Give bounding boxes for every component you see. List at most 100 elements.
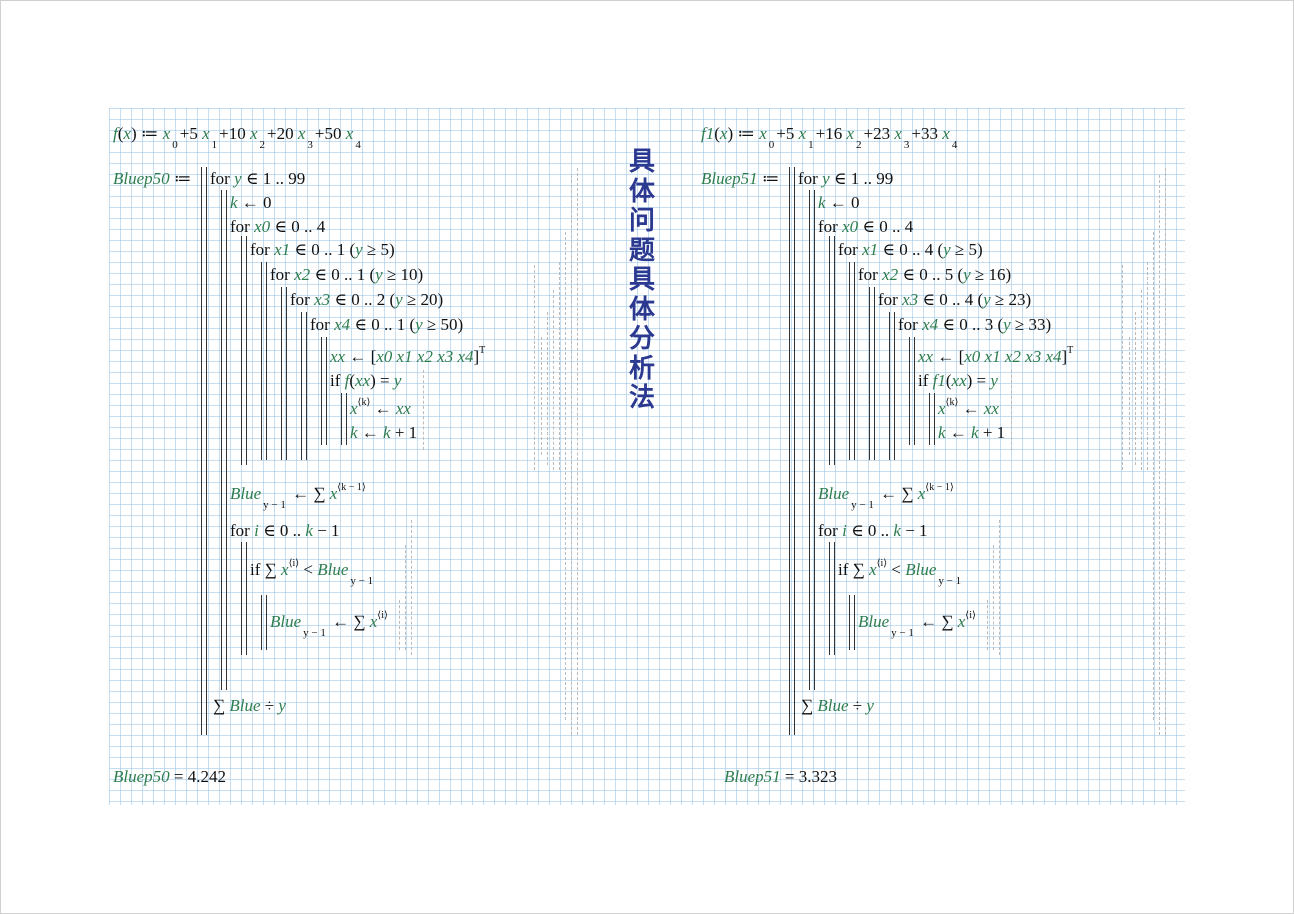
result-value[interactable]: Bluep51 = 3.323 [724, 767, 837, 787]
variable: f1 [932, 371, 946, 390]
operator-text: ≥ 23) [990, 290, 1032, 309]
variable: x [719, 124, 728, 143]
for-y-loop[interactable]: for y ∈ 1 .. 99 [210, 169, 305, 189]
for-x1-loop[interactable]: for x1 ∈ 0 .. 1 (y ≥ 5) [250, 240, 395, 260]
variable: y [415, 315, 423, 334]
operator-text: ∈ 0 .. 1 ( [350, 315, 416, 334]
variable: Blue [818, 484, 850, 503]
blue-assign[interactable]: Bluey − 1 ← ∑ x⟨k − 1⟩ [230, 482, 366, 511]
operator-text: ← [958, 399, 984, 418]
if-equal[interactable]: if f(xx) = y [330, 371, 401, 391]
variable: y [234, 169, 242, 188]
subscript: 4 [355, 139, 361, 151]
superscript: ⟨i⟩ [965, 610, 976, 621]
variable: f1 [701, 124, 715, 143]
operator-text: ← [ [345, 347, 377, 366]
sum-blue-divide[interactable]: ∑ Blue ÷ y [801, 696, 874, 716]
for-i-loop[interactable]: for i ∈ 0 .. k − 1 [818, 521, 928, 541]
variable: x1 [862, 240, 879, 259]
program-bracket-bar [221, 190, 227, 690]
superscript: T [1067, 345, 1074, 356]
blue-assign[interactable]: Bluey − 1 ← ∑ x⟨k − 1⟩ [818, 482, 954, 511]
operator-text: ∑ [213, 696, 230, 715]
operator-text: +50 [314, 124, 346, 143]
region-boundary-line [999, 520, 1000, 655]
function-definition[interactable]: f(x) ≔ x0+5 x1+10 x2+20 x3+50 x4 [113, 124, 363, 151]
for-x3-loop[interactable]: for x3 ∈ 0 .. 4 (y ≥ 23) [878, 290, 1031, 310]
operator-text: for [858, 265, 883, 284]
for-x4-loop[interactable]: for x4 ∈ 0 .. 1 (y ≥ 50) [310, 315, 463, 335]
variable: x0 [254, 217, 271, 236]
function-definition[interactable]: f1(x) ≔ x0+5 x1+16 x2+23 x3+33 x4 [701, 124, 959, 151]
xx-assign[interactable]: xx ← [x0 x1 x2 x3 x4]T [330, 345, 485, 370]
subscript: 4 [951, 139, 958, 151]
operator-text: ÷ [260, 696, 279, 715]
region-boundary-line [559, 262, 560, 470]
variable: k [383, 423, 391, 442]
region-boundary-line [405, 545, 406, 650]
subscript: 2 [856, 139, 862, 151]
for-x1-loop[interactable]: for x1 ∈ 0 .. 4 (y ≥ 5) [838, 240, 983, 260]
blue-update[interactable]: Bluey − 1 ← ∑ x⟨i⟩ [270, 610, 388, 639]
program-bracket-bar [241, 542, 247, 655]
operator-text: ≔ [733, 124, 760, 143]
variable: k [938, 423, 946, 442]
if-less[interactable]: if ∑ x⟨i⟩ < Bluey − 1 [838, 558, 963, 587]
if-equal[interactable]: if f1(xx) = y [918, 371, 998, 391]
blue-update[interactable]: Bluey − 1 ← ∑ x⟨i⟩ [858, 610, 976, 639]
k-increment[interactable]: k ← k + 1 [938, 423, 1005, 443]
variable: x3 [314, 290, 331, 309]
xx-assign[interactable]: xx ← [x0 x1 x2 x3 x4]T [918, 345, 1074, 370]
operator-text: ∈ 0 .. 4 [270, 217, 326, 236]
k-init[interactable]: k ← 0 [818, 193, 860, 213]
superscript: ⟨k⟩ [945, 397, 959, 408]
for-x2-loop[interactable]: for x2 ∈ 0 .. 5 (y ≥ 16) [858, 265, 1011, 285]
variable: x4 [334, 315, 351, 334]
variable: x0 x1 x2 x3 x4 [964, 347, 1062, 366]
operator-text: = 3.323 [780, 767, 837, 786]
region-boundary-line [993, 545, 994, 650]
for-x0-loop[interactable]: for x0 ∈ 0 .. 4 [818, 217, 913, 237]
variable: Blue [905, 560, 937, 579]
k-increment[interactable]: k ← k + 1 [350, 423, 417, 443]
for-i-loop[interactable]: for i ∈ 0 .. k − 1 [230, 521, 340, 541]
variable: y [395, 290, 403, 309]
program-bracket-bar [909, 337, 915, 445]
x-column-assign[interactable]: x⟨k⟩ ← xx [938, 397, 999, 422]
region-boundary-line [1159, 175, 1160, 735]
program-bracket-bar [789, 167, 795, 735]
region-boundary-line [1141, 290, 1142, 470]
for-x3-loop[interactable]: for x3 ∈ 0 .. 2 (y ≥ 20) [290, 290, 443, 310]
operator-text: ∈ 0 .. 5 ( [898, 265, 964, 284]
operator-text: ∈ 0 .. [258, 521, 306, 540]
variable: y [963, 265, 971, 284]
superscript: ⟨k − 1⟩ [925, 482, 954, 493]
operator-text: ∈ 1 .. 99 [829, 169, 894, 188]
operator-text: ≥ 16) [970, 265, 1012, 284]
x-column-assign[interactable]: x⟨k⟩ ← xx [350, 397, 411, 422]
variable: x [938, 399, 946, 418]
variable: k [230, 193, 238, 212]
program-bracket-bar [849, 262, 855, 460]
if-less[interactable]: if ∑ x⟨i⟩ < Bluey − 1 [250, 558, 375, 587]
variable: x [917, 484, 926, 503]
k-init[interactable]: k ← 0 [230, 193, 272, 213]
for-y-loop[interactable]: for y ∈ 1 .. 99 [798, 169, 893, 189]
for-x2-loop[interactable]: for x2 ∈ 0 .. 1 (y ≥ 10) [270, 265, 423, 285]
variable: x2 [882, 265, 899, 284]
result-value[interactable]: Bluep50 = 4.242 [113, 767, 226, 787]
for-x0-loop[interactable]: for x0 ∈ 0 .. 4 [230, 217, 325, 237]
operator-text: ∈ 0 .. 2 ( [330, 290, 396, 309]
for-x4-loop[interactable]: for x4 ∈ 0 .. 3 (y ≥ 33) [898, 315, 1051, 335]
program-name[interactable]: Bluep51 ≔ [701, 169, 779, 189]
variable: y [866, 696, 874, 715]
operator-text: for [230, 217, 255, 236]
program-name[interactable]: Bluep50 ≔ [113, 169, 191, 189]
operator-text: +23 [863, 124, 895, 143]
variable: x [202, 124, 210, 143]
variable: y [943, 240, 951, 259]
operator-text: ← ∑ [327, 612, 370, 631]
sum-blue-divide[interactable]: ∑ Blue ÷ y [213, 696, 286, 716]
subscript: 0 [172, 139, 178, 151]
operator-text: ≥ 5) [950, 240, 983, 259]
